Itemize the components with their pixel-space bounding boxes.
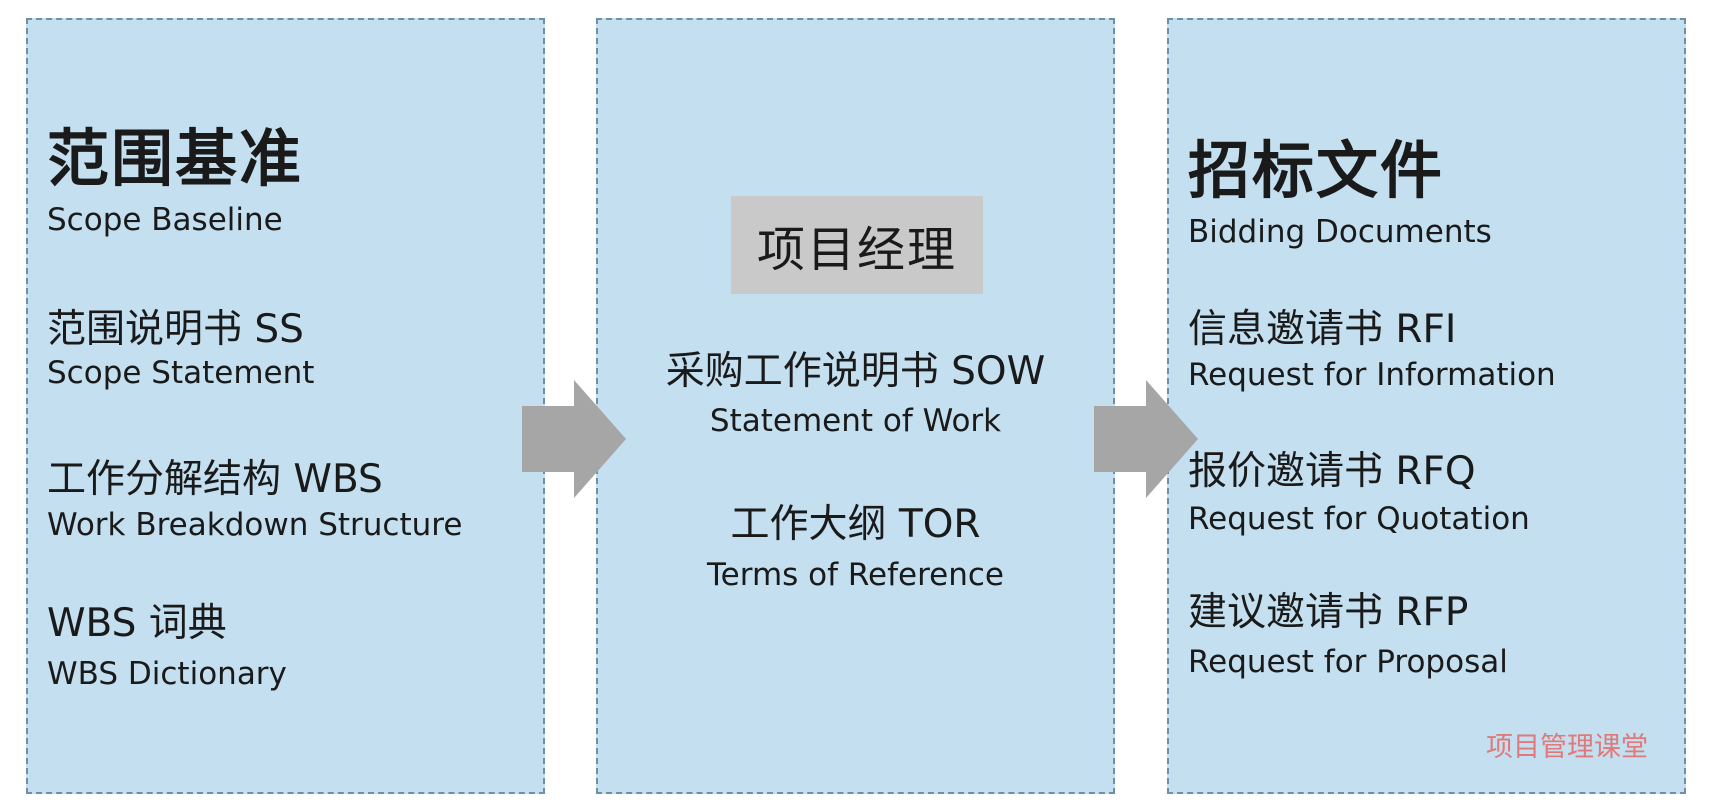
wbs-dictionary-label-en: WBS Dictionary — [47, 656, 287, 692]
bidding-documents-heading: 招标文件 — [1188, 134, 1445, 207]
project-manager-box: 项目经理 — [731, 196, 983, 294]
scope-baseline-panel: 范围基准 Scope Baseline 范围说明书 SS Scope State… — [26, 18, 545, 794]
sow-label: 采购工作说明书 SOW — [665, 349, 1046, 394]
wbs-label: 工作分解结构 WBS — [47, 457, 383, 502]
rfq-label-en: Request for Quotation — [1188, 501, 1530, 537]
project-manager-panel: 项目经理 采购工作说明书 SOW Statement of Work 工作大纲 … — [596, 18, 1115, 794]
right-arrow-icon — [1094, 380, 1198, 498]
scope-baseline-heading-en: Scope Baseline — [47, 202, 283, 238]
wbs-dictionary-label: WBS 词典 — [47, 601, 227, 646]
scope-statement-label: 范围说明书 SS — [47, 307, 304, 352]
sow-label-en: Statement of Work — [709, 403, 1002, 439]
rfq-label: 报价邀请书 RFQ — [1188, 449, 1476, 494]
scope-baseline-heading: 范围基准 — [47, 122, 304, 195]
watermark: 项目管理课堂 — [1486, 732, 1648, 763]
right-arrow-icon — [522, 380, 626, 498]
tor-label: 工作大纲 TOR — [730, 502, 981, 547]
rfp-label: 建议邀请书 RFP — [1188, 590, 1469, 635]
wbs-label-en: Work Breakdown Structure — [47, 507, 463, 543]
rfi-label: 信息邀请书 RFI — [1188, 307, 1457, 352]
bidding-documents-heading-en: Bidding Documents — [1188, 214, 1492, 250]
rfi-label-en: Request for Information — [1188, 357, 1556, 393]
tor-label-en: Terms of Reference — [707, 557, 1004, 593]
bidding-documents-panel: 招标文件 Bidding Documents 信息邀请书 RFI Request… — [1167, 18, 1686, 794]
scope-statement-label-en: Scope Statement — [47, 355, 315, 391]
rfp-label-en: Request for Proposal — [1188, 644, 1508, 680]
